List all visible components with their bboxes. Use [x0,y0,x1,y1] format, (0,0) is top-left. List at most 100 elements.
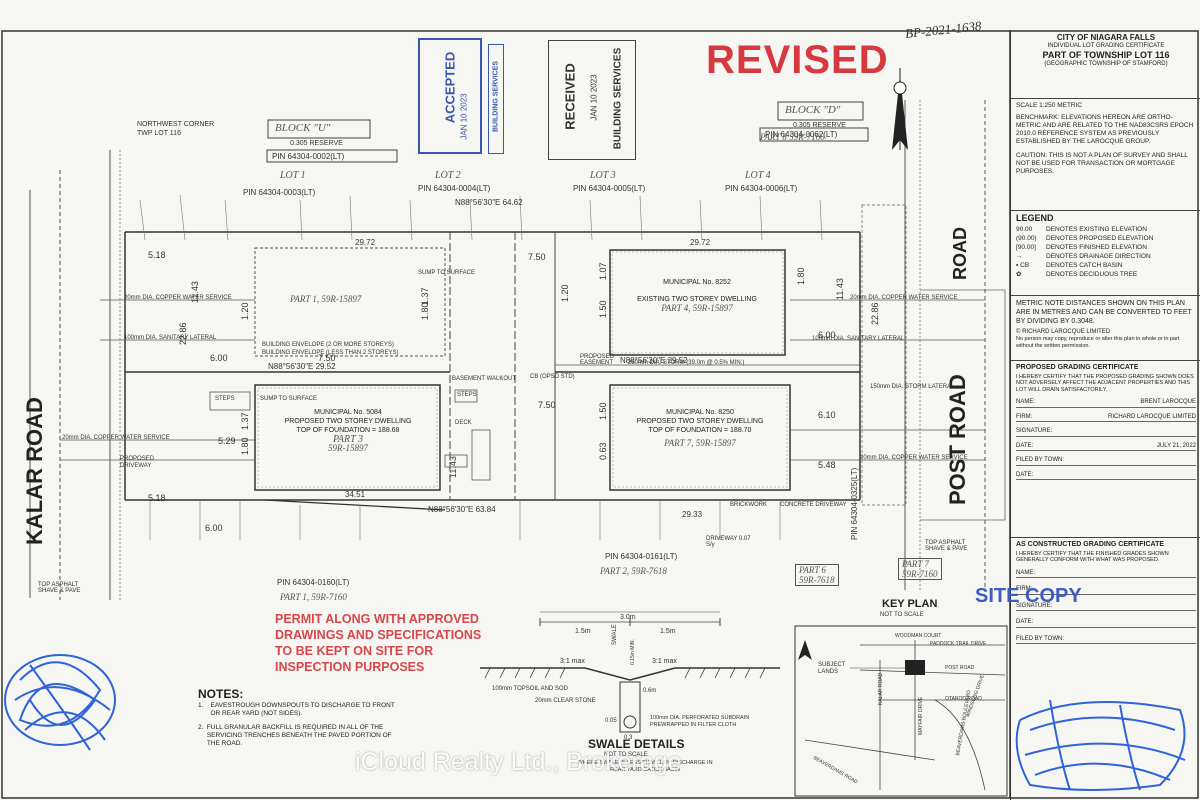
post-road-label: POST ROAD [945,374,970,505]
geographic-township: (GEOGRAPHIC TOWNSHIP OF STAMFORD) [1044,61,1168,67]
notes-block: NOTES: 1. EAVESTROUGH DOWNSPOUTS TO DISCH… [198,687,403,754]
dwelling-5084-desc: PROPOSED TWO STOREY DWELLING [284,418,412,425]
dimension-label: 0.63 [598,442,608,460]
dwelling-8252-number: MUNICIPAL No. 8252 [663,279,731,286]
lot-3-label: LOT 3 [590,170,616,181]
pin-lot-1: PIN 64304-0003(LT) [243,188,316,197]
road-label: ROAD [950,227,970,280]
proposed-cert-title: PROPOSED GRADING CERTIFICATE [1016,364,1139,371]
legend-desc: DENOTES FINISHED ELEVATION [1046,244,1147,251]
dim-2972-b: 29.72 [690,238,711,247]
dwelling-8250-desc: PROPOSED TWO STOREY DWELLING [636,418,764,425]
swale-depth: 0.15m MIN. [630,639,636,665]
asbuilt-filed-label: FILED BY TOWN: [1016,636,1196,644]
dwelling-8252: MUNICIPAL No. 8252 EXISTING TWO STOREY D… [612,278,782,313]
title-block: CITY OF NIAGARA FALLS INDIVIDUAL LOT GRA… [1010,30,1200,800]
dwelling-5084-plan: 59R-15897 [328,443,368,453]
lot-2-label: LOT 2 [435,170,461,181]
township-part: PART OF TOWNSHIP LOT 116 [1042,50,1170,60]
legend-row: ✿DENOTES DECIDUOUS TREE [1016,270,1196,279]
proposed-cert-text: I HEREBY CERTIFY THAT THE PROPOSED GRADI… [1016,373,1194,393]
dimension-label: 1.20 [560,284,570,302]
steps-label-2: STEPS [457,392,477,398]
part-6-label: PART 6 [799,565,826,575]
asbuilt-date-label: DATE: [1016,619,1196,628]
deck-label: DECK [455,420,472,426]
building-envelope-2: BUILDING ENVELOPE (2 OR MORE STOREYS) [262,342,394,348]
swale-width-right: 1.5m [660,628,676,635]
key-plan-title: KEY PLAN [882,598,938,610]
filed-by-label: FILED BY TOWN: [1016,457,1196,466]
note-number: 2. [198,724,204,731]
part-1-label: PART 1, 59R-15897 [290,294,362,304]
dimension-label: 6.00 [205,523,223,533]
walkout-label: BASEMENT WALKOUT [452,376,517,382]
accepted-label: ACCEPTED [442,51,458,124]
part-8-plan: 59R-7160 [789,132,825,142]
accepted-dept: BUILDING SERVICES [492,60,500,133]
block-u-reserve: 0.305 RESERVE [290,140,343,147]
dimension-label: 6.10 [818,410,836,420]
block-u-pin: PIN 64304-0002(LT) [272,152,345,161]
swale-dim-1: 0.6m [643,688,657,694]
legend-row: (90.00)DENOTES PROPOSED ELEVATION [1016,234,1196,243]
dimension-label: 1.80 [240,437,250,455]
asbuilt-cert-title: AS CONSTRUCTED GRADING CERTIFICATE [1016,541,1165,548]
dimension-label: 5.18 [148,250,166,260]
part-8-box: PART 8 59R-7160 [760,132,825,142]
legend-desc: DENOTES PROPOSED ELEVATION [1046,235,1154,242]
legend-symbol: [90.00] [1016,244,1036,251]
swale-label: SWALE [612,624,618,645]
received-stamp: RECEIVED JAN 10 2023 BUILDING SERVICES [548,40,636,160]
note-text: EAVESTROUGH DOWNSPOUTS TO DISCHARGE TO F… [210,702,395,717]
storm-lateral: 150mm DIA. STORM LATERAL [870,384,955,390]
dimension-label: 5.48 [818,460,836,470]
certificate-subtitle: INDIVIDUAL LOT GRADING CERTIFICATE [1047,43,1165,49]
dwelling-8252-desc: EXISTING TWO STOREY DWELLING [637,296,757,303]
permit-notice: PERMIT ALONG WITH APPROVED DRAWINGS AND … [275,612,482,674]
swale-slope-right: 3:1 max [652,658,677,665]
kalar-road-label: KALAR ROAD [22,397,47,545]
sump-label-2: SUMP TO SURFACE [260,396,318,402]
storm-main: 250mm DIA. STORM (39.0m @ 0.5% MIN.) [628,360,745,366]
key-plan-scale: NOT TO SCALE [880,612,924,618]
notes-title: NOTES: [198,687,244,701]
redaction-scribble-left [4,654,116,751]
dimension-label: 1.20 [240,302,250,320]
dimension-label: 7.50 [318,353,336,363]
dimension-label: 22.86 [870,302,880,325]
part-8-label: PART 8 [760,132,787,142]
lot-4-label: LOT 4 [745,170,771,181]
note-number: 1. [198,702,204,709]
dwelling-5084-top: TOP OF FOUNDATION = 188.68 [296,427,400,434]
dimension-label: 11.43 [448,456,458,478]
legend-desc: DENOTES EXISTING ELEVATION [1046,226,1147,233]
block-d-reserve: 0.305 RESERVE [793,122,846,129]
sanitary-lateral-1: 100mm DIA. SANITARY LATERAL [124,335,217,341]
dimension-label: 1.50 [598,402,608,420]
swale-slope-left: 3:1 max [560,658,585,665]
scale-text: SCALE 1:250 METRIC [1016,102,1083,109]
swale-subdrain: 100mm DIA. PERFORATED SUBDRAIN PREWRAPPE… [650,715,750,728]
bearing-top: N88°56'30"E 64.62 [455,198,523,207]
name-value: BRENT LAROCQUE [1140,399,1196,405]
pin-right: PIN 64304-0325(LT) [850,467,859,540]
dwelling-5084: MUNICIPAL No. 5084 PROPOSED TWO STOREY D… [258,408,438,453]
legend-title: LEGEND [1016,213,1054,223]
dimension-label: 5.18 [148,493,166,503]
part-6-plan: 59R-7618 [799,575,835,585]
dimension-label: 1.80 [796,267,806,285]
sheet-frame [1,30,1199,799]
accepted-stamp: ACCEPTED JAN 10 2023 [418,38,482,154]
brickwork-label: BRICKWORK [730,502,768,508]
name-label: NAME: [1016,399,1036,405]
dimension-label: 7.50 [538,400,556,410]
copyright: © RICHARD LAROCQUE LIMITED [1016,329,1111,335]
caution-text: CAUTION: THIS IS NOT A PLAN OF SURVEY AN… [1016,152,1188,175]
dimension-label: 1.80 [420,302,430,320]
received-date: JAN 10 2023 [589,74,599,121]
firm-label: FIRM: [1016,413,1033,420]
